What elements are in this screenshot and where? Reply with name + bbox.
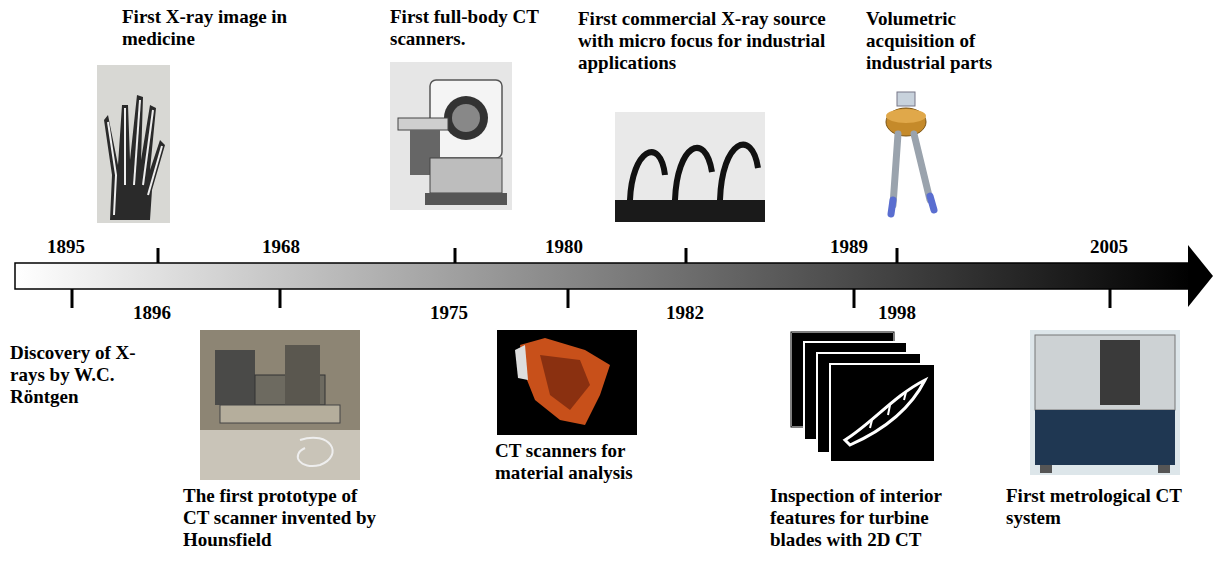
year-label: 1989 [830, 236, 868, 258]
ct-scanner-photo [390, 62, 512, 210]
metrology-ct-photo [1030, 330, 1180, 475]
event-caption: Discovery of X-rays by W.C. Röntgen [10, 342, 140, 408]
turbine-slices [791, 332, 935, 462]
event-caption: CT scanners for material analysis [495, 440, 673, 484]
year-label: 1968 [262, 236, 300, 258]
event-caption: First commercial X-ray source with micro… [578, 8, 840, 74]
timeline-bar [15, 263, 1193, 289]
event-caption: Volumetric acquisition of industrial par… [866, 8, 1026, 74]
industrial-part-illustration [886, 92, 934, 214]
ticks-bottom [72, 289, 1110, 308]
event-caption: First X-ray image in medicine [122, 6, 294, 50]
year-label: 1975 [430, 302, 468, 324]
year-label: 1895 [47, 236, 85, 258]
year-label: 1896 [133, 302, 171, 324]
event-caption: First full-body CT scanners. [390, 6, 550, 50]
arrow-head [1188, 245, 1213, 307]
event-caption: Inspection of interior features for turb… [770, 485, 985, 551]
microfocus-xray-image [615, 112, 765, 222]
prototype-photo [200, 330, 360, 480]
material-analysis-image [497, 330, 637, 435]
event-caption: The first prototype of CT scanner invent… [183, 485, 388, 551]
event-caption: First metrological CT system [1006, 485, 1209, 529]
year-label: 1998 [878, 302, 916, 324]
hand-xray-image [97, 65, 170, 223]
year-label: 2005 [1090, 236, 1128, 258]
year-label: 1982 [666, 302, 704, 324]
year-label: 1980 [545, 236, 583, 258]
